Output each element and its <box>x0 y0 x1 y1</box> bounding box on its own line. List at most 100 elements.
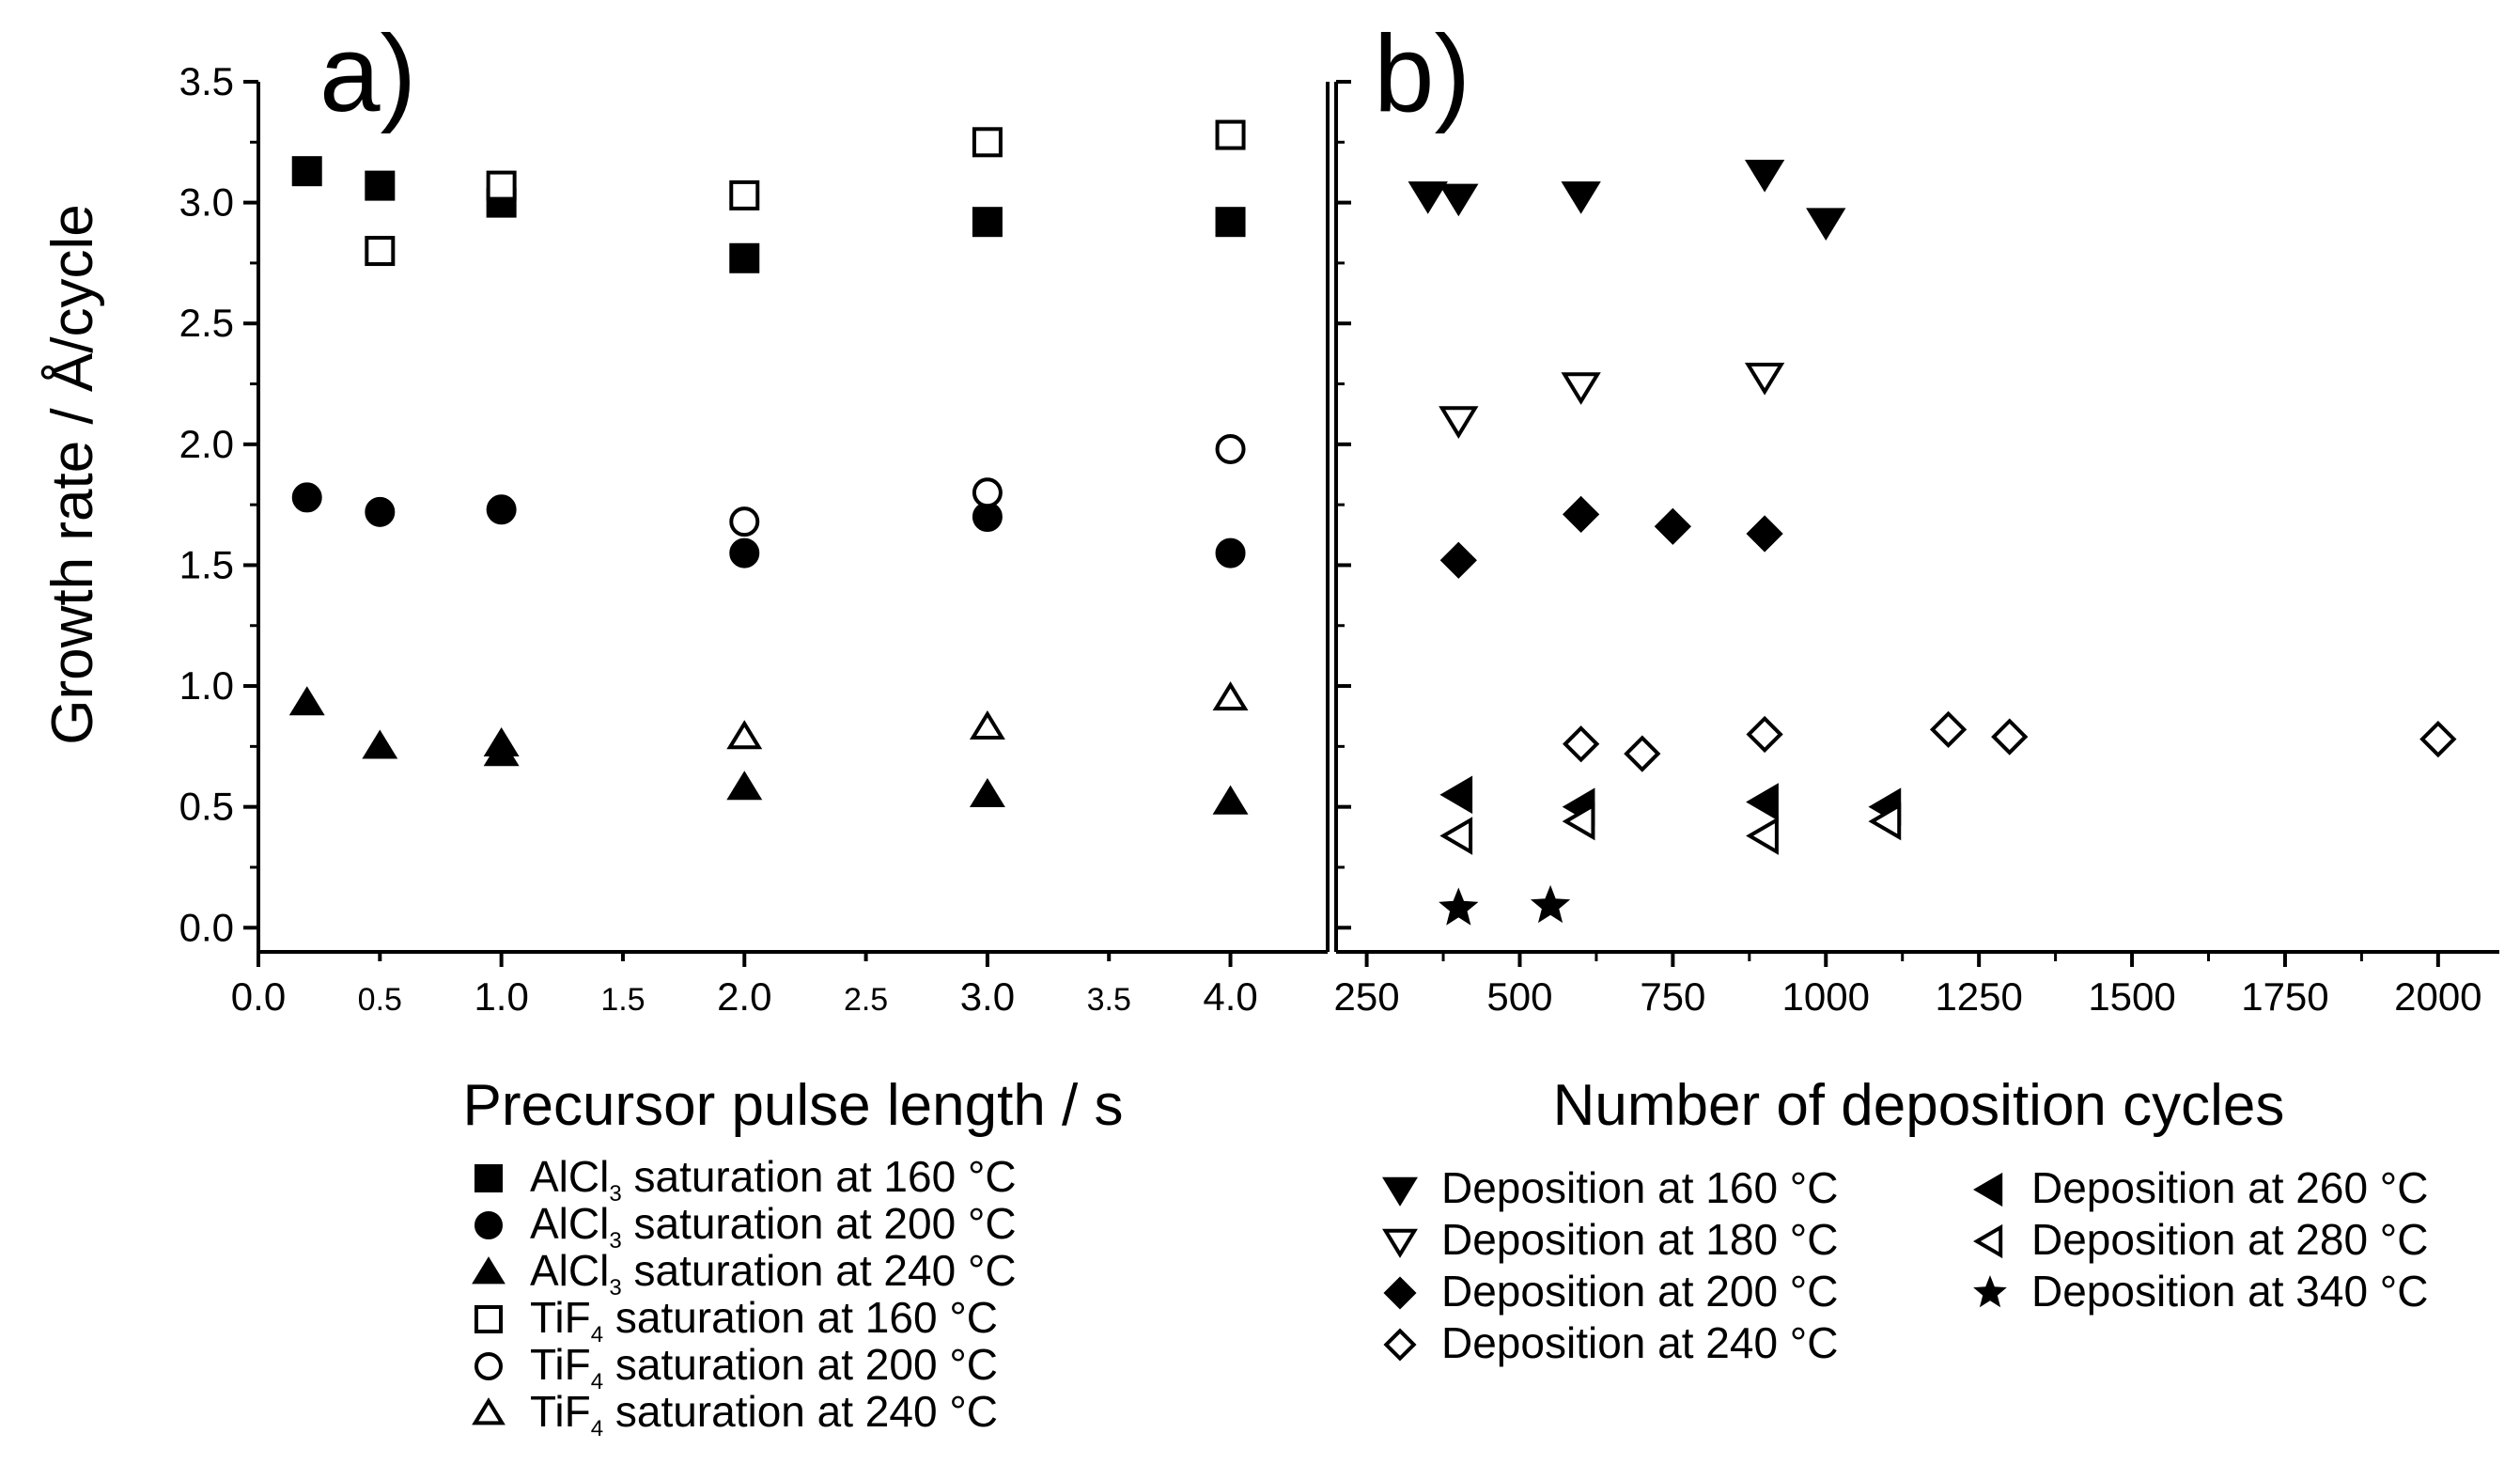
legend-entry: AlCl3 saturation at 200 °C <box>474 1199 1017 1254</box>
data-point <box>483 726 520 756</box>
data-point <box>729 506 760 537</box>
panel-a-series-1 <box>291 482 1246 568</box>
panel-b-axes <box>1334 82 2499 954</box>
data-point <box>1215 119 1246 150</box>
panel-b-label: b) <box>1374 12 1470 134</box>
legend-label: TiF4 saturation at 240 °C <box>530 1387 998 1441</box>
data-point <box>1439 406 1479 439</box>
data-point <box>1624 735 1661 772</box>
x-tick-label: 750 <box>1640 974 1705 1019</box>
legend-label: Deposition at 280 °C <box>2031 1215 2428 1264</box>
x-tick-label: 1.5 <box>600 982 645 1018</box>
data-point <box>291 156 322 187</box>
y-tick-label: 0.5 <box>179 785 234 829</box>
x-tick-label: 1.0 <box>474 974 528 1019</box>
data-point <box>1746 515 1783 553</box>
panel-b-series-4 <box>1439 775 1902 826</box>
x-tick-label: 4.0 <box>1203 974 1257 1019</box>
data-point <box>365 236 396 267</box>
panel-a-series-5 <box>726 681 1249 750</box>
x-tick-label: 3.5 <box>1087 982 1131 1018</box>
data-point <box>1991 718 2029 755</box>
data-point <box>1530 884 1571 924</box>
panel-a-x-axis-title: Precursor pulse length / s <box>462 1073 1123 1138</box>
legend-entry: Deposition at 180 °C <box>1382 1215 1838 1264</box>
panel-b-x-axis-title: Number of deposition cycles <box>1553 1073 2285 1138</box>
legend-label: Deposition at 260 °C <box>2031 1163 2428 1212</box>
data-point <box>1868 802 1902 841</box>
y-tick-label: 1.5 <box>179 542 234 586</box>
legend-marker <box>472 1256 506 1285</box>
legend-entry: TiF4 saturation at 200 °C <box>474 1340 998 1394</box>
data-point <box>1561 181 1601 214</box>
x-tick-label: 500 <box>1486 974 1552 1019</box>
legend-marker <box>1383 1328 1417 1362</box>
panel-a-axes <box>257 82 1330 954</box>
data-point <box>288 686 325 716</box>
x-tick-label: 1500 <box>2088 974 2175 1019</box>
data-point <box>1746 715 1783 754</box>
data-point <box>1744 363 1785 396</box>
data-point <box>729 179 760 210</box>
legend-label: AlCl3 saturation at 200 °C <box>530 1199 1017 1254</box>
data-point <box>1744 159 1785 193</box>
panel-b-plot-area <box>1408 159 2457 926</box>
x-tick-label: 2.0 <box>717 974 771 1019</box>
y-tick-label: 3.5 <box>179 59 234 103</box>
y-tick-label: 2.5 <box>179 301 234 345</box>
data-point <box>1654 507 1691 545</box>
data-point <box>486 170 517 201</box>
data-point <box>1563 495 1600 534</box>
legend-entry: Deposition at 160 °C <box>1382 1163 1838 1212</box>
data-point <box>1439 183 1479 217</box>
data-point <box>1806 208 1846 241</box>
data-point <box>1746 817 1779 855</box>
panel-b-series-2 <box>1439 495 1783 579</box>
legend-entry: TiF4 saturation at 240 °C <box>472 1387 998 1441</box>
x-tick-label: 2.5 <box>844 982 888 1018</box>
data-point <box>1929 710 1968 748</box>
legend-marker <box>1973 1172 2003 1207</box>
legend-entry: TiF4 saturation at 160 °C <box>474 1293 998 1347</box>
panel-a-series-2 <box>288 686 1249 815</box>
y-tick-label: 2.0 <box>179 422 234 466</box>
data-point <box>969 777 1005 808</box>
data-point <box>1562 802 1595 841</box>
x-tick-label: 1250 <box>1935 974 2022 1019</box>
panel-b-series-3 <box>1563 710 2457 772</box>
legend-marker <box>472 1397 506 1425</box>
data-point <box>1215 433 1246 464</box>
legend-entry: Deposition at 280 °C <box>1973 1215 2428 1264</box>
legend-marker <box>1382 1176 1418 1207</box>
panel-a-plot-area <box>288 119 1249 815</box>
data-point <box>972 127 1003 158</box>
data-point <box>362 729 398 759</box>
data-point <box>729 242 760 273</box>
legend-entry: Deposition at 340 °C <box>1973 1267 2428 1316</box>
y-tick-label: 1.0 <box>179 663 234 708</box>
legend-label: Deposition at 340 °C <box>2031 1267 2428 1316</box>
data-point <box>291 482 322 513</box>
data-point <box>972 477 1003 508</box>
legend-entry: Deposition at 260 °C <box>1973 1163 2428 1212</box>
data-point <box>1408 181 1448 214</box>
panel-a-series-0 <box>291 156 1246 273</box>
data-point <box>726 720 763 750</box>
data-point <box>1561 372 1601 405</box>
x-tick-label: 0.5 <box>358 982 402 1018</box>
data-point <box>1746 783 1779 821</box>
data-point <box>1439 817 1473 855</box>
data-point <box>2419 721 2457 758</box>
legend-label: Deposition at 160 °C <box>1441 1163 1838 1212</box>
data-point <box>1563 725 1600 763</box>
legend-entry: Deposition at 200 °C <box>1383 1267 1838 1316</box>
legend-label: TiF4 saturation at 160 °C <box>530 1293 998 1347</box>
legend-label: AlCl3 saturation at 160 °C <box>530 1152 1017 1207</box>
data-point <box>1439 541 1477 579</box>
x-tick-label: 3.0 <box>960 974 1015 1019</box>
panel-a-series-4 <box>729 433 1246 537</box>
data-point <box>365 170 396 201</box>
panel-a-series-3 <box>365 119 1246 267</box>
